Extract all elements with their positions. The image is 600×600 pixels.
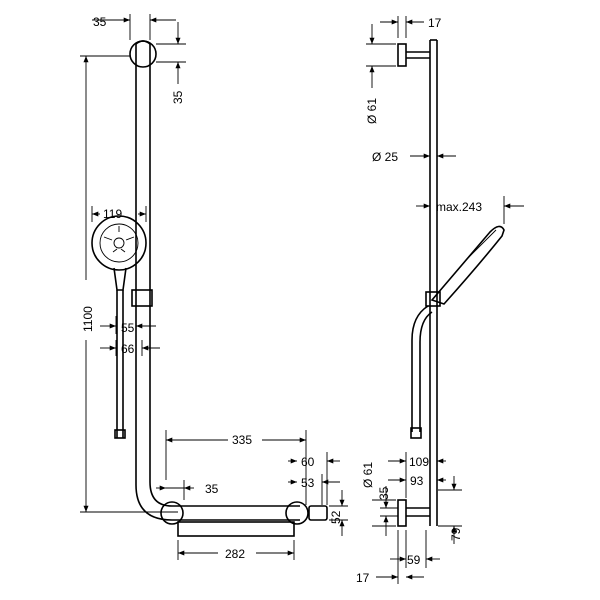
dim-grab-bar-length: 335	[232, 433, 252, 447]
side-handshower	[430, 225, 505, 305]
dim-side-59: 59	[407, 553, 421, 567]
side-hose	[411, 305, 433, 432]
dim-connection-60: 60	[301, 455, 315, 469]
right-grab-bracket	[285, 501, 309, 525]
dim-side-79: 79	[449, 527, 463, 541]
handshower-head	[91, 215, 147, 271]
dim-rail-height: 1100	[81, 306, 95, 332]
dim-bend-35: 35	[205, 482, 219, 496]
side-slider-holder	[425, 291, 441, 307]
shower-hose	[116, 290, 124, 438]
dim-side-top-17: 17	[428, 16, 442, 30]
dim-connection-52: 52	[329, 510, 343, 524]
side-top-bracket	[397, 43, 407, 67]
side-bottom-bracket	[397, 499, 407, 527]
dim-side-bottom-17: 17	[356, 571, 370, 585]
connection-elbow	[308, 505, 328, 521]
dim-side-109: 109	[409, 455, 429, 469]
side-hose-end	[410, 427, 422, 439]
dim-connection-53: 53	[301, 476, 315, 490]
dim-side-35: 35	[377, 486, 391, 500]
dim-side-rail-dia: Ø 25	[372, 150, 398, 164]
handshower-handle	[113, 267, 127, 291]
dim-handshower-width: 119	[103, 207, 122, 221]
hose-end	[114, 429, 126, 439]
side-view: 17 Ø 61 Ø 25 max.243 109 93 Ø 61	[356, 16, 524, 585]
lower-elbow-bracket	[160, 501, 184, 525]
dim-side-max-projection: max.243	[436, 200, 482, 214]
top-wall-bracket	[129, 40, 157, 68]
dim-bottom-bar-282: 282	[225, 547, 245, 561]
dim-holder-66: 66	[121, 342, 135, 356]
front-view: 35 35 1100 119 55 66	[80, 14, 328, 561]
dim-side-bracket-dia-lower: Ø 61	[361, 462, 375, 488]
front-rail	[135, 40, 300, 521]
dim-holder-55: 55	[121, 321, 135, 335]
connection-detail: 60 53 52	[288, 452, 348, 536]
dim-top-offset-h: 35	[93, 15, 107, 29]
shelf	[177, 521, 295, 537]
dim-side-93: 93	[410, 474, 424, 488]
slider-holder	[131, 289, 153, 307]
dim-top-offset-v: 35	[171, 90, 185, 104]
dim-side-bracket-dia: Ø 61	[365, 98, 379, 124]
